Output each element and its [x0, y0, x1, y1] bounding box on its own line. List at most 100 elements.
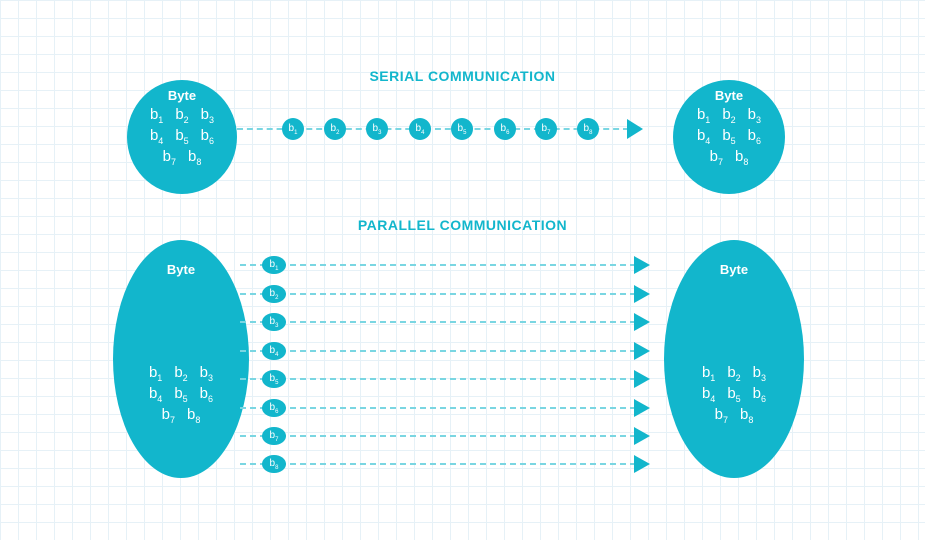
- bit-label: b3: [200, 364, 213, 383]
- bit-base: b: [269, 258, 276, 270]
- parallel-arrow-icon: [634, 256, 650, 274]
- bit-label: b3: [748, 106, 761, 125]
- bit-base: b: [175, 127, 184, 144]
- bit-index: 5: [463, 129, 467, 136]
- bit-base: b: [415, 122, 422, 134]
- bit-label: b8: [584, 123, 593, 136]
- parallel-arrow-icon: [634, 313, 650, 331]
- bit-index: 1: [705, 115, 711, 125]
- bit-label: b1: [289, 123, 298, 136]
- bit-index: 6: [209, 136, 215, 146]
- bit-base: b: [175, 106, 184, 123]
- bit-label: b6: [200, 385, 213, 404]
- bit-index: 1: [157, 373, 163, 383]
- bit-base: b: [200, 127, 210, 144]
- bit-index: 7: [170, 157, 176, 167]
- bit-base: b: [735, 148, 744, 165]
- parallel-sender-title: Byte: [166, 262, 196, 277]
- bit-index: 5: [735, 394, 741, 404]
- bit-label: b6: [201, 127, 214, 146]
- bit-label: b1: [270, 259, 279, 272]
- bit-label: b5: [722, 127, 735, 146]
- parallel-packet: b4: [262, 342, 286, 360]
- bit-base: b: [174, 364, 183, 381]
- bit-index: 4: [275, 351, 279, 358]
- parallel-title: PARALLEL COMMUNICATION: [357, 217, 568, 233]
- serial-packet: b1: [282, 118, 304, 140]
- bit-label: b4: [150, 127, 163, 146]
- bit-label: b2: [331, 123, 340, 136]
- parallel-packet: b5: [262, 370, 286, 388]
- bit-index: 1: [275, 265, 279, 272]
- bit-index: 6: [506, 129, 510, 136]
- bit-base: b: [148, 385, 158, 402]
- bit-label: b4: [270, 345, 279, 358]
- parallel-line: [240, 264, 636, 266]
- bit-index: 8: [589, 129, 593, 136]
- serial-packet: b2: [324, 118, 346, 140]
- parallel-packet: b7: [262, 427, 286, 445]
- bit-base: b: [722, 127, 731, 144]
- parallel-arrow-icon: [634, 455, 650, 473]
- bit-index: 3: [208, 373, 214, 383]
- serial-packet: b4: [409, 118, 431, 140]
- parallel-line: [240, 293, 636, 295]
- bit-base: b: [541, 122, 548, 134]
- bit-base: b: [269, 457, 276, 469]
- bit-index: 4: [705, 136, 711, 146]
- parallel-arrow-icon: [634, 399, 650, 417]
- bit-label: b7: [715, 406, 728, 425]
- bit-index: 2: [730, 115, 736, 125]
- bit-label: b3: [270, 316, 279, 329]
- bit-index: 8: [748, 415, 754, 425]
- bit-index: 2: [336, 129, 340, 136]
- bit-base: b: [701, 385, 711, 402]
- bit-base: b: [457, 122, 464, 134]
- bit-index: 6: [761, 394, 767, 404]
- bit-label: b5: [174, 385, 187, 404]
- bit-label: b7: [163, 148, 176, 167]
- bit-base: b: [740, 406, 749, 423]
- bit-index: 8: [275, 464, 279, 471]
- bit-label: b1: [150, 106, 163, 125]
- bit-label: b5: [727, 385, 740, 404]
- bit-label: b6: [501, 123, 510, 136]
- bit-base: b: [696, 106, 706, 123]
- bit-label: b7: [270, 430, 279, 443]
- bit-base: b: [747, 127, 757, 144]
- bit-base: b: [148, 364, 158, 381]
- parallel-packet: b1: [262, 256, 286, 274]
- bit-index: 2: [182, 373, 188, 383]
- bit-label: b8: [735, 148, 748, 167]
- bit-base: b: [269, 344, 276, 356]
- bit-base: b: [747, 106, 757, 123]
- parallel-arrow-icon: [634, 427, 650, 445]
- bit-label: b4: [702, 385, 715, 404]
- bit-index: 1: [710, 373, 716, 383]
- bit-label: b3: [373, 123, 382, 136]
- bit-base: b: [187, 406, 196, 423]
- bit-index: 3: [209, 115, 215, 125]
- serial-packet: b7: [535, 118, 557, 140]
- serial-packet: b6: [494, 118, 516, 140]
- bit-label: b4: [416, 123, 425, 136]
- bit-row: b7 b8: [715, 406, 754, 425]
- bit-index: 3: [761, 373, 767, 383]
- bit-base: b: [162, 148, 171, 165]
- serial-receiver-title: Byte: [714, 88, 744, 103]
- serial-title: SERIAL COMMUNICATION: [369, 68, 556, 84]
- parallel-line: [240, 463, 636, 465]
- serial-sender-title: Byte: [167, 88, 197, 103]
- bit-index: 2: [183, 115, 189, 125]
- bit-base: b: [727, 385, 736, 402]
- bit-label: b2: [174, 364, 187, 383]
- bit-label: b5: [270, 373, 279, 386]
